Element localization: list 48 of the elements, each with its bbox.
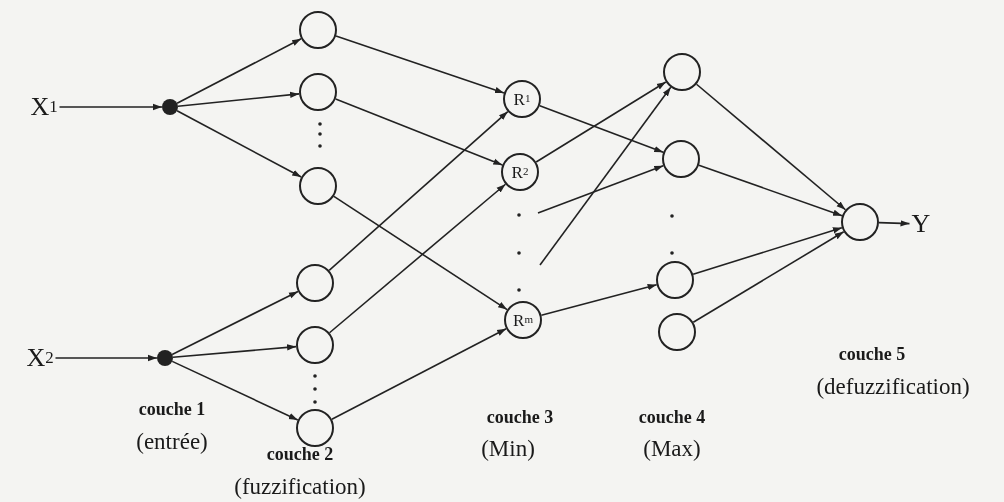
layer-description: (Max) <box>643 437 701 460</box>
layer-description: (fuzzification) <box>234 475 366 498</box>
neuron-node <box>299 73 337 111</box>
input-node <box>162 99 178 115</box>
input-node <box>157 350 173 366</box>
arrow <box>177 91 300 107</box>
arrow <box>333 195 508 311</box>
arrow <box>176 37 302 105</box>
layer-title: couche 2 <box>266 445 334 463</box>
neuron-node <box>296 409 334 447</box>
variable-label: Y <box>911 211 931 237</box>
neuron-node <box>841 203 879 241</box>
arrow <box>334 98 504 166</box>
arrow <box>171 290 299 356</box>
arrow <box>692 231 845 323</box>
arrow <box>540 284 658 316</box>
arrow <box>58 103 163 111</box>
neuron-node <box>656 261 694 299</box>
arrow <box>535 81 667 163</box>
arrow <box>172 344 297 359</box>
layer-description: (defuzzification) <box>816 375 970 398</box>
neuron-node <box>296 264 334 302</box>
layer-description: (Min) <box>481 437 535 460</box>
arrow <box>878 220 911 227</box>
arrow <box>335 35 505 94</box>
layer-title: couche 3 <box>486 408 554 426</box>
layer-title: couche 1 <box>138 400 206 418</box>
arrow <box>328 110 509 272</box>
neuron-node <box>663 53 701 91</box>
layer-title: couche 4 <box>638 408 706 426</box>
layer-title: couche 5 <box>838 345 906 363</box>
neuron-node <box>658 313 696 351</box>
neuron-node <box>299 167 337 205</box>
arrow <box>171 360 299 421</box>
neuron-node <box>299 11 337 49</box>
arrow <box>176 109 303 178</box>
arrow <box>539 104 664 154</box>
arrow <box>54 354 158 362</box>
neuron-node <box>296 326 334 364</box>
neuron-node <box>662 140 700 178</box>
arrow <box>698 164 843 217</box>
arrow <box>692 226 843 276</box>
arrow <box>331 327 507 421</box>
layer-description: (entrée) <box>136 430 208 453</box>
arrow <box>539 86 672 266</box>
arrow <box>695 83 847 211</box>
arrow <box>537 164 665 214</box>
arrow <box>328 183 507 334</box>
